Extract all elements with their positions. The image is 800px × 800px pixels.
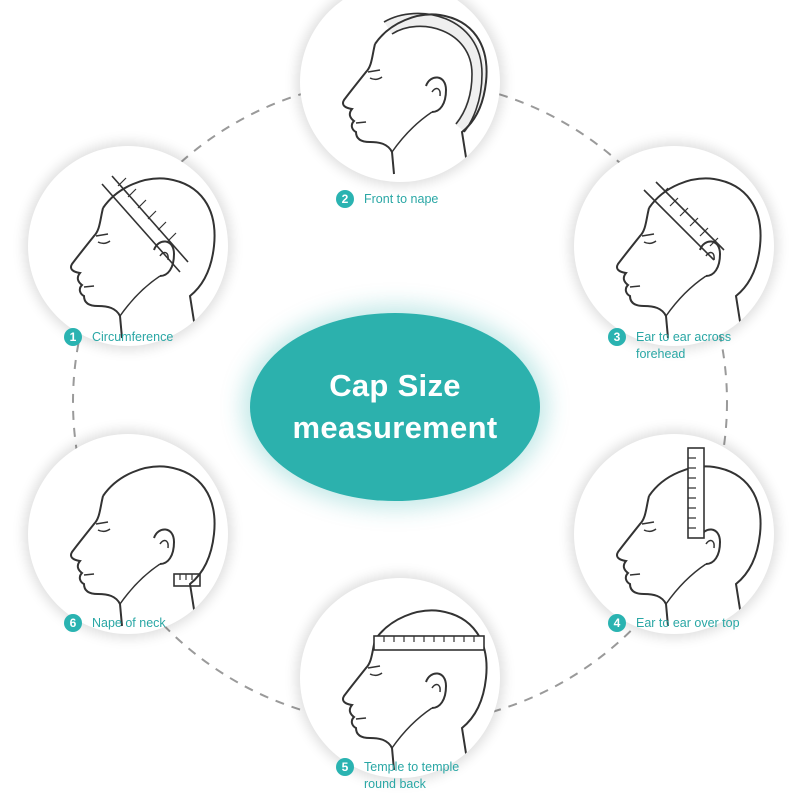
head-illustration-ear-to-ear-over-top <box>574 434 774 634</box>
step-label: Front to nape <box>364 192 439 206</box>
step-6: 6 Nape of neck <box>64 614 166 632</box>
step-1: 1 Circumference <box>64 328 173 346</box>
title-line-1: Cap Size <box>329 368 461 403</box>
head-illustration-circumference <box>28 146 228 346</box>
step-2: 2 Front to nape <box>336 190 438 208</box>
step-number-badge: 5 <box>336 758 354 776</box>
step-number-badge: 4 <box>608 614 626 632</box>
head-illustration-front-to-nape <box>300 0 500 182</box>
step-label: Ear to ear over top <box>636 616 740 630</box>
step-number-badge: 3 <box>608 328 626 346</box>
step-label: Nape of neck <box>92 616 166 630</box>
head-profile-tape-temple-to-temple-icon <box>341 609 488 771</box>
head-illustration-temple-to-temple <box>300 578 500 778</box>
head-profile-tape-front-to-nape-icon <box>341 12 488 176</box>
head-profile-tape-ear-to-ear-top-icon <box>615 447 762 627</box>
step-label: Circumference <box>92 330 174 344</box>
head-illustration-ear-to-ear-forehead <box>574 146 774 346</box>
step-number-badge: 2 <box>336 190 354 208</box>
step-number-badge: 1 <box>64 328 82 346</box>
step-4: 4 Ear to ear over top <box>608 614 740 632</box>
step-number-badge: 6 <box>64 614 82 632</box>
title-line-2: measurement <box>292 410 498 445</box>
head-illustration-nape-of-neck <box>28 434 228 634</box>
head-profile-tape-ear-to-ear-forehead-icon <box>615 177 762 339</box>
center-title-ellipse: Cap Size measurement <box>250 313 540 501</box>
head-profile-tape-circumference-icon <box>69 175 216 339</box>
head-profile-tape-nape-icon <box>69 465 216 627</box>
